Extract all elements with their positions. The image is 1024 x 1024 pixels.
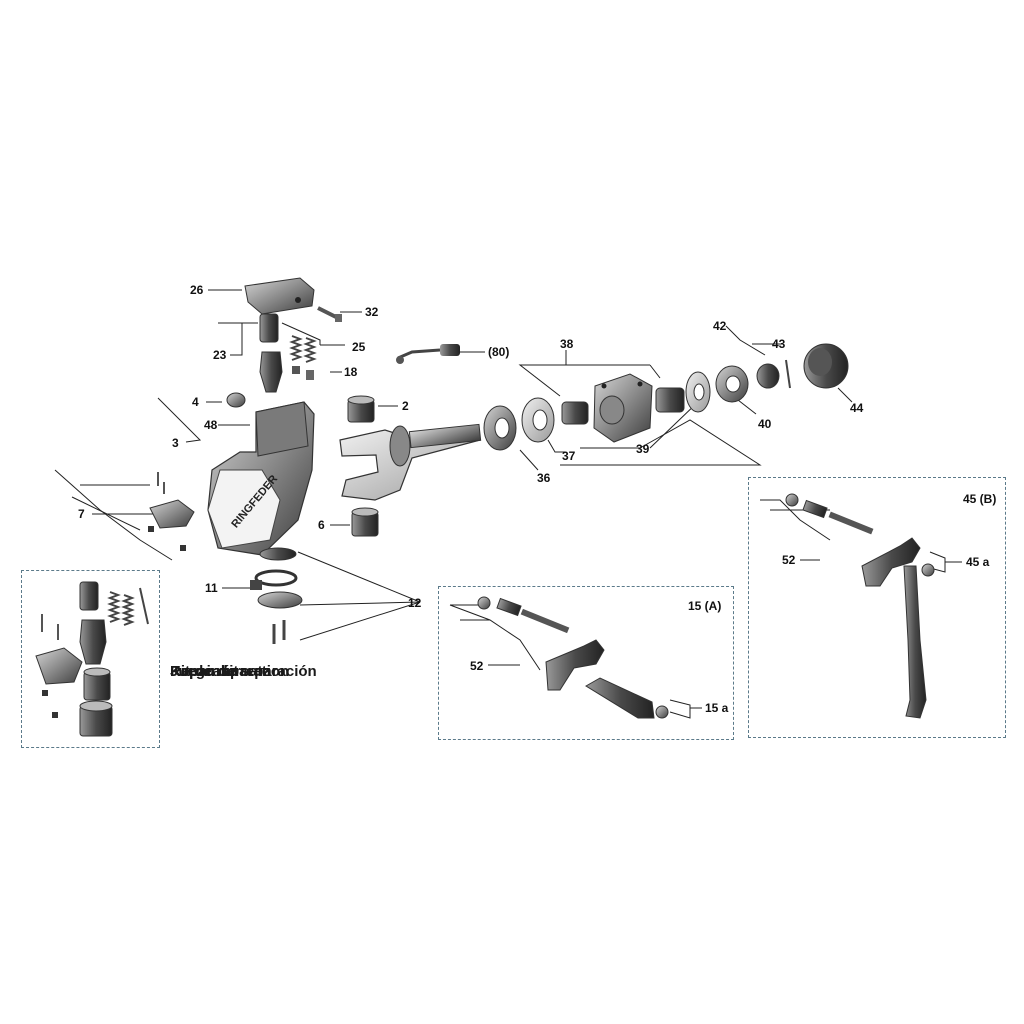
part-6-bushing: [351, 507, 379, 537]
part-80-sensor: [396, 344, 460, 364]
part-26-cover: [244, 277, 315, 315]
callout-6: 6: [318, 518, 325, 532]
inset-b: [748, 477, 1006, 738]
part-2-bushing: [347, 395, 375, 423]
inset-a: [438, 586, 734, 740]
drawbar-fork: [339, 423, 482, 501]
inset-b-parts: [785, 493, 935, 719]
part-4-bushing: [226, 392, 246, 408]
inset-b-callout-45a: 45 a: [966, 555, 990, 569]
part-3-housing: RINGFEDER: [207, 401, 315, 556]
part-18-screws: [292, 366, 314, 380]
part-32-bolt: [317, 306, 342, 322]
callout-38: 38: [560, 337, 574, 351]
inset-b-title: 45 (B): [963, 492, 997, 506]
callout-32: 32: [365, 305, 379, 319]
part-38-flange: [593, 373, 653, 443]
callout-2: 2: [402, 399, 409, 413]
callout-26: 26: [190, 283, 204, 297]
part-11-clamp: [250, 569, 298, 590]
repair-kit-label-es: Juego de reparación: [170, 663, 317, 680]
callout-42: 42: [713, 319, 727, 333]
part-25-springs: [289, 335, 317, 363]
callout-11: 11: [205, 581, 218, 595]
part-39-sleeve-b: [655, 387, 685, 413]
callout-18: 18: [344, 365, 358, 379]
inset-a-callout-52: 52: [470, 659, 484, 673]
callout-48: 48: [204, 418, 218, 432]
repair-kit-label-fr: Kit de réparation: [170, 663, 290, 680]
part-37-washer: [521, 397, 555, 443]
callout-4: 4: [192, 395, 199, 409]
leader-lines: [54, 289, 962, 719]
part-23-plunger: [259, 313, 283, 393]
part-7-bracket: [148, 472, 195, 551]
callout-25: 25: [352, 340, 366, 354]
part-44-cap: [803, 343, 849, 389]
callout-12: 12: [408, 596, 422, 610]
callout-23: 23: [213, 348, 227, 362]
part-43-nut: [756, 359, 791, 389]
callout-40: 40: [758, 417, 772, 431]
part-12-bolts: [272, 620, 286, 644]
repair-kit-inset: [21, 570, 160, 748]
inset-a-callout-15a: 15 a: [705, 701, 729, 715]
callout-36: 36: [537, 471, 551, 485]
part-36-washer: [483, 405, 517, 451]
repair-kit-parts: [35, 581, 149, 737]
repair-kit-label-de: Reparatursatz: [170, 663, 271, 680]
inset-a-title: 15 (A): [688, 599, 722, 613]
callout-44: 44: [850, 401, 864, 415]
callout-80: (80): [488, 345, 510, 359]
callout-43: 43: [772, 337, 786, 351]
part-39-sleeve-a: [561, 401, 589, 425]
part-12-collar: [259, 547, 297, 561]
callout-7: 7: [78, 507, 85, 521]
part-12-plate: [257, 591, 303, 609]
part-41-washer: [685, 371, 711, 413]
repair-kit-label-en: Repair kit: [170, 663, 239, 680]
callout-37: 37: [562, 449, 576, 463]
inset-b-callout-52: 52: [782, 553, 796, 567]
part-40-washer: [715, 365, 749, 403]
callout-3: 3: [172, 436, 179, 450]
inset-a-parts: [477, 596, 669, 719]
callout-39: 39: [636, 442, 650, 456]
